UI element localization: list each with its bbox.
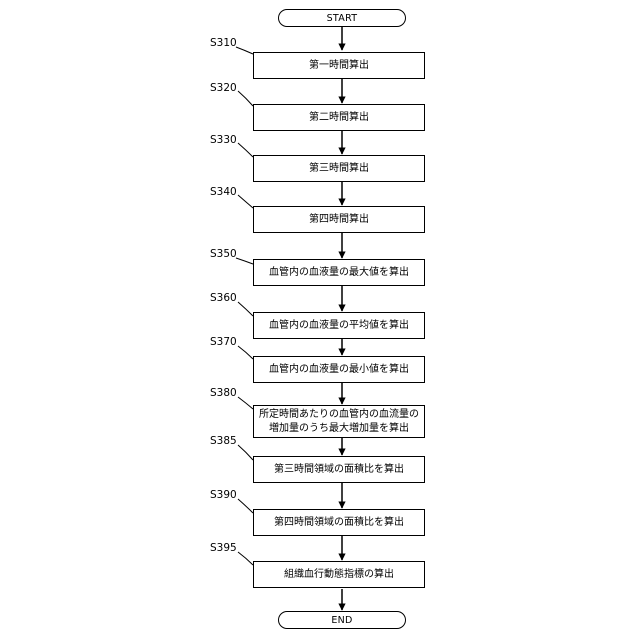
leader-s380 xyxy=(238,397,253,409)
process-box-s390: 第四時間領域の面積比を算出 xyxy=(253,509,425,536)
process-box-s350: 血管内の血液量の最大値を算出 xyxy=(253,259,425,286)
step-id-s330: S330 xyxy=(210,134,237,146)
start-label: START xyxy=(327,13,358,24)
process-label: 第二時間算出 xyxy=(309,111,369,125)
step-id-s395: S395 xyxy=(210,542,237,554)
leader-s395 xyxy=(238,552,253,565)
step-id-s370: S370 xyxy=(210,336,237,348)
process-label-line2: 増加量のうち最大増加量を算出 xyxy=(259,422,419,436)
leader-s330 xyxy=(238,143,253,157)
process-label: 第一時間算出 xyxy=(309,59,369,73)
step-id-s390: S390 xyxy=(210,489,237,501)
process-label: 血管内の血液量の最大値を算出 xyxy=(269,266,409,280)
end-terminal: END xyxy=(278,611,406,629)
process-box-s360: 血管内の血液量の平均値を算出 xyxy=(253,312,425,339)
leader-s390 xyxy=(238,499,253,513)
step-id-s380: S380 xyxy=(210,387,237,399)
process-box-s310: 第一時間算出 xyxy=(253,52,425,79)
step-id-s340: S340 xyxy=(210,186,237,198)
process-label-line1: 所定時間あたりの血管内の血流量の xyxy=(259,408,419,422)
end-label: END xyxy=(331,615,352,626)
process-box-s370: 血管内の血液量の最小値を算出 xyxy=(253,356,425,383)
leader-s370 xyxy=(238,346,253,359)
process-box-s380: 所定時間あたりの血管内の血流量の 増加量のうち最大増加量を算出 xyxy=(253,405,425,438)
start-terminal: START xyxy=(278,9,406,27)
leader-s350 xyxy=(236,258,253,264)
leader-s360 xyxy=(238,302,253,316)
process-box-s330: 第三時間算出 xyxy=(253,155,425,182)
process-box-s395: 組織血行動態指標の算出 xyxy=(253,561,425,588)
process-label: 第四時間算出 xyxy=(309,213,369,227)
process-label: 組織血行動態指標の算出 xyxy=(284,568,394,582)
process-box-s385: 第三時間領域の面積比を算出 xyxy=(253,456,425,483)
leader-s385 xyxy=(238,445,253,460)
leader-s320 xyxy=(238,91,253,106)
step-id-s360: S360 xyxy=(210,292,237,304)
process-label: 血管内の血液量の最小値を算出 xyxy=(269,363,409,377)
process-label: 第三時間算出 xyxy=(309,162,369,176)
step-id-s385: S385 xyxy=(210,435,237,447)
leader-s310 xyxy=(236,47,253,54)
step-id-s350: S350 xyxy=(210,248,237,260)
process-label: 血管内の血液量の平均値を算出 xyxy=(269,319,409,333)
process-box-s320: 第二時間算出 xyxy=(253,104,425,131)
process-box-s340: 第四時間算出 xyxy=(253,206,425,233)
process-label: 第三時間領域の面積比を算出 xyxy=(274,463,404,477)
step-id-s320: S320 xyxy=(210,82,237,94)
process-label: 第四時間領域の面積比を算出 xyxy=(274,516,404,530)
leader-s340 xyxy=(238,195,253,208)
step-id-s310: S310 xyxy=(210,37,237,49)
